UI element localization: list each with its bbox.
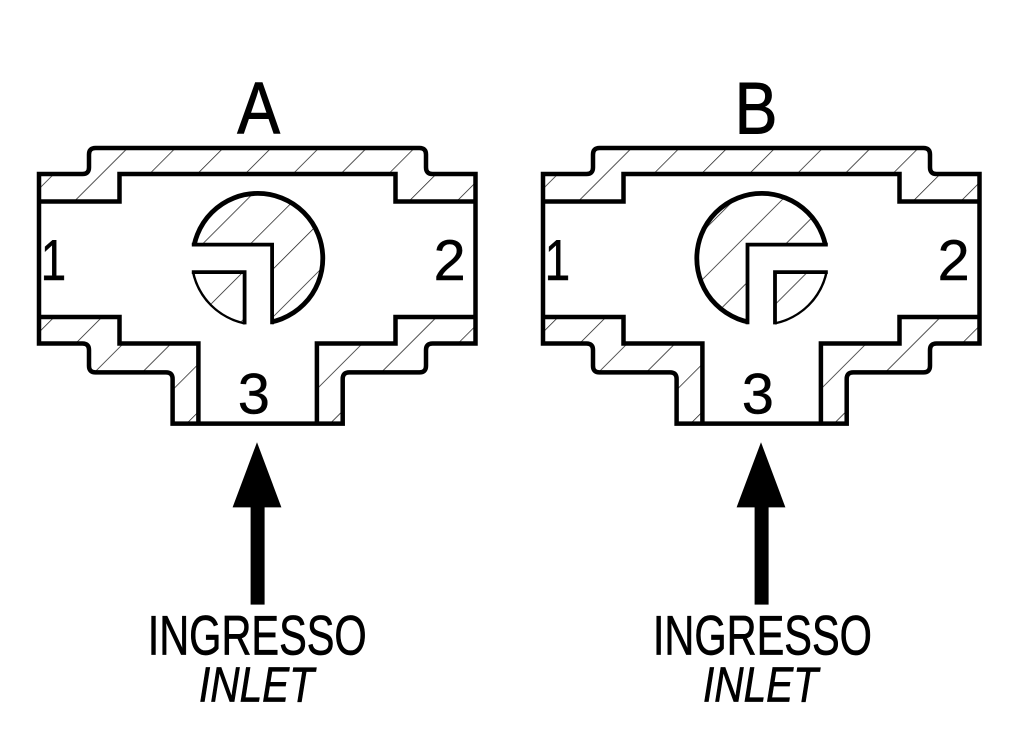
svg-text:1: 1 [41, 229, 67, 293]
svg-text:2: 2 [434, 229, 466, 293]
svg-text:INLET: INLET [703, 658, 821, 712]
svg-text:B: B [735, 68, 778, 150]
svg-text:3: 3 [742, 363, 774, 427]
svg-text:INLET: INLET [199, 658, 317, 712]
svg-text:3: 3 [238, 363, 270, 427]
svg-text:A: A [237, 68, 280, 150]
svg-text:INGRESSO: INGRESSO [653, 604, 872, 666]
svg-text:2: 2 [938, 229, 970, 293]
svg-text:INGRESSO: INGRESSO [148, 604, 367, 666]
svg-text:1: 1 [545, 229, 571, 293]
